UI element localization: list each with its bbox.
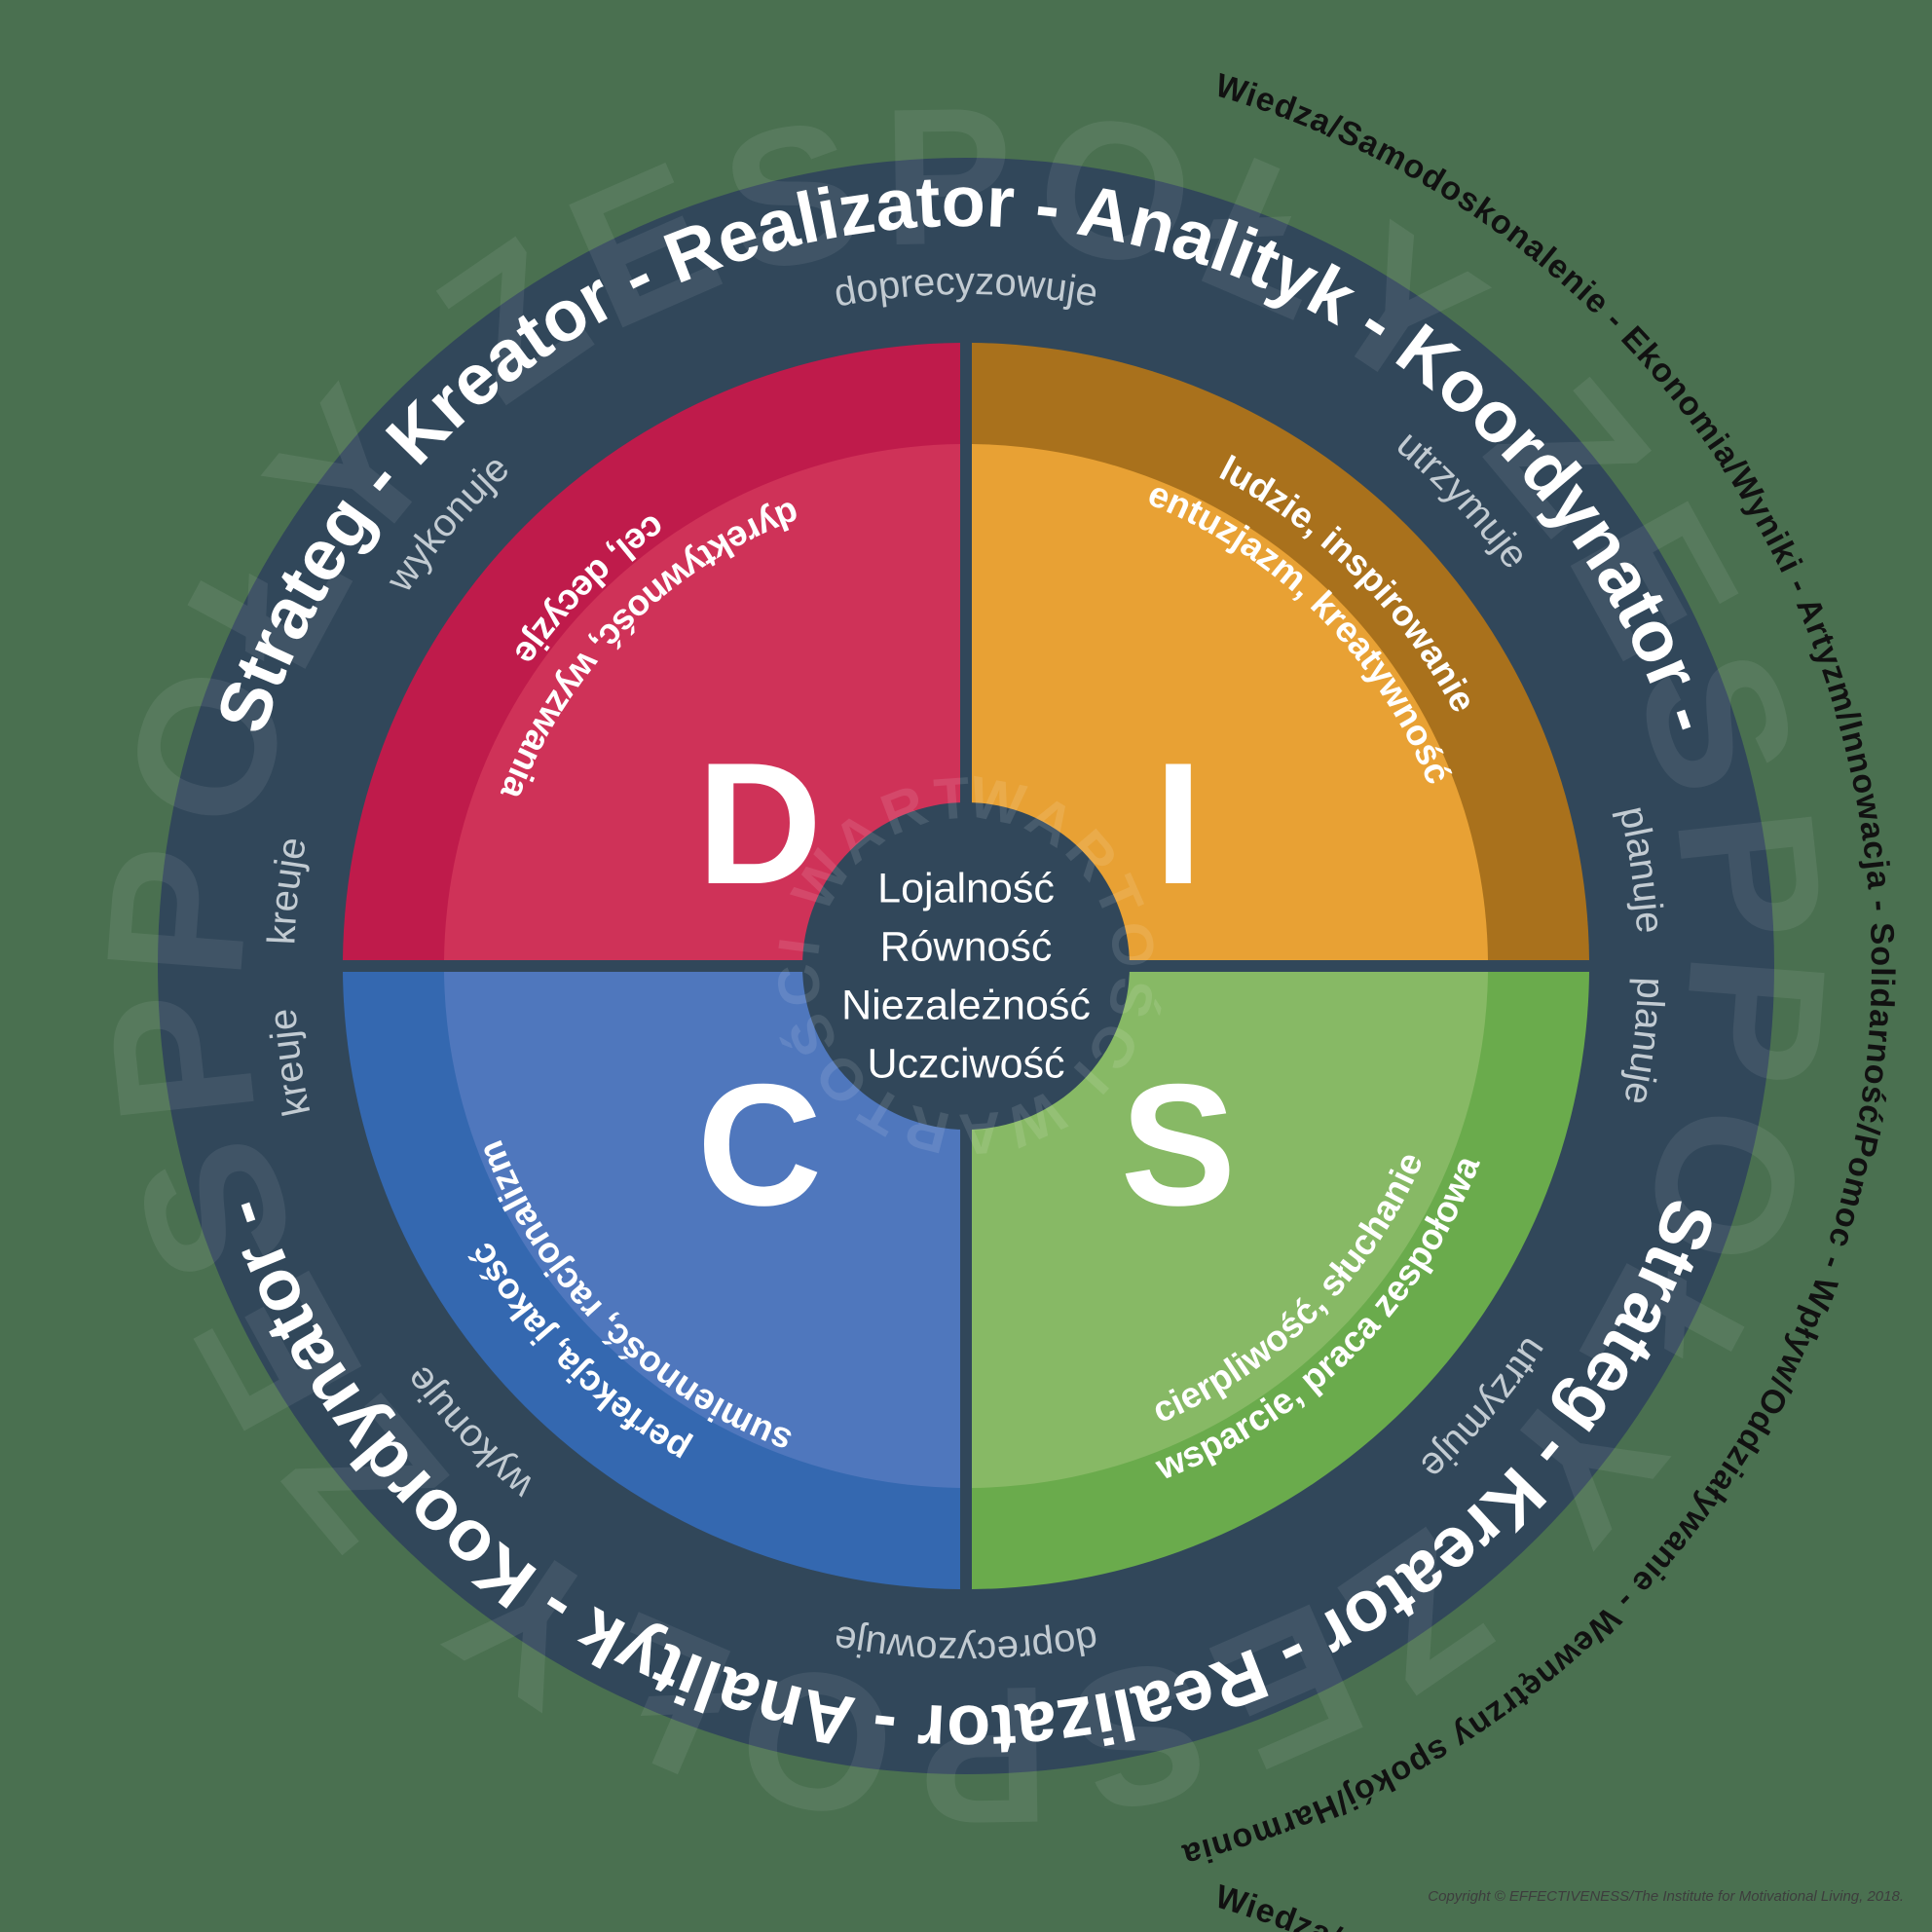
quadrant-inner-c[interactable] [444,972,960,1488]
quadrant-letter-d: D [697,726,823,920]
core-value-lojalnosc: Lojalność [877,865,1055,911]
quadrant-letter-c: C [697,1048,823,1242]
quadrant-letters: D I S C [697,726,1237,1242]
quadrant-inner-i[interactable] [972,444,1488,960]
core-values-circle[interactable] [802,802,1130,1130]
quadrant-inner-areas [444,444,1488,1488]
core-value-rownosc: Równość [880,923,1053,970]
core-values-list: Lojalność Równość Niezależność Uczciwość [841,865,1091,1087]
quadrant-inner-d[interactable] [444,444,960,960]
core-value-uczciwosc: Uczciwość [867,1040,1064,1087]
copyright-notice: Copyright © EFFECTIVENESS/The Institute … [1428,1888,1904,1905]
quadrant-inner-s[interactable] [972,972,1488,1488]
core-value-niezaleznosc: Niezależność [841,982,1091,1028]
quadrant-letter-i: I [1154,726,1202,920]
quadrant-letter-s: S [1121,1048,1237,1242]
